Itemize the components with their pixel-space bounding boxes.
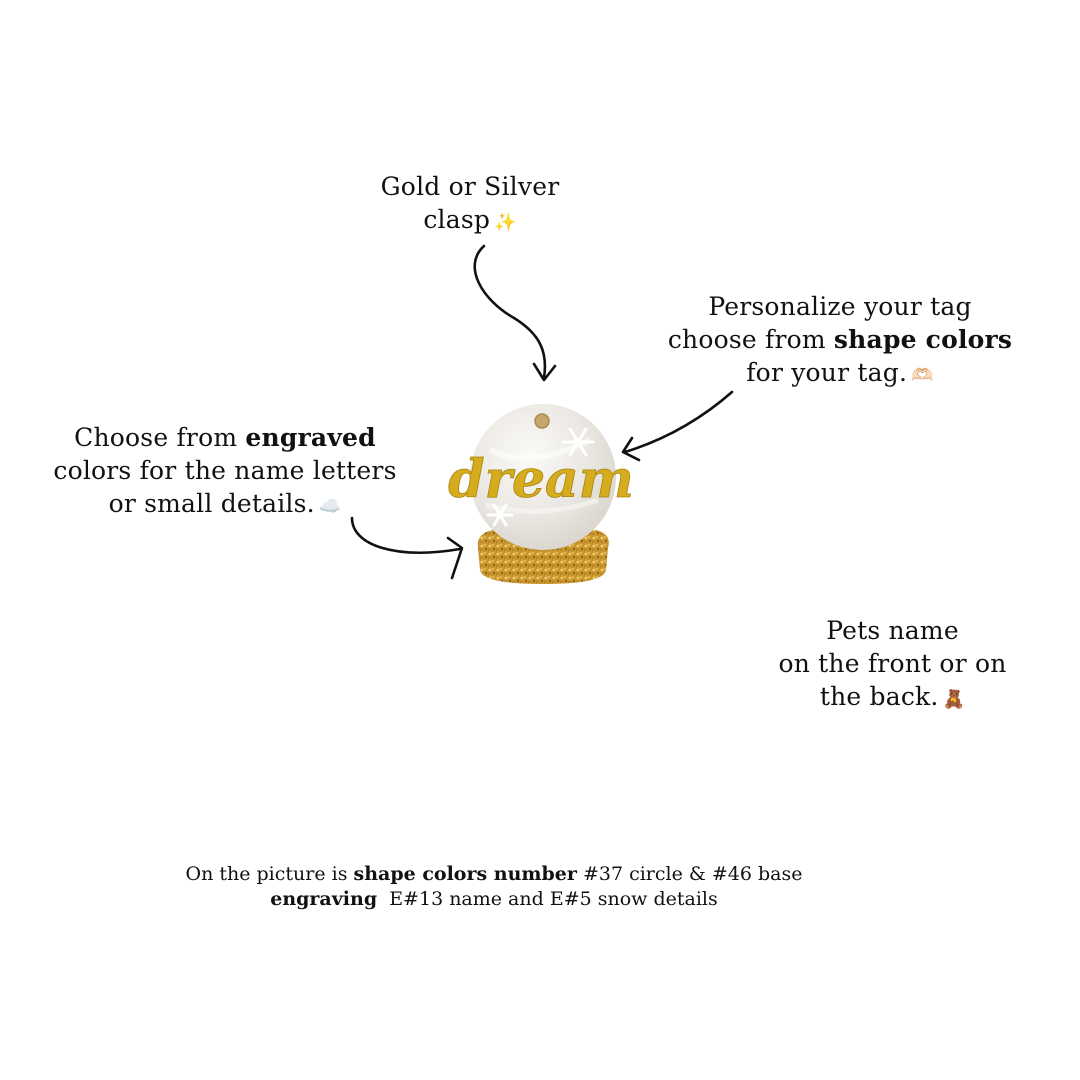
arrow-to-engraving (350, 516, 464, 580)
footnote-line1-suffix: #37 circle & #46 base (576, 863, 803, 885)
sparkles-icon: ✨ (494, 212, 517, 233)
clasp-hole (534, 413, 550, 429)
footnote-shape-colors-emphasis: shape colors number (353, 863, 577, 885)
shape-caption-line3: for your tag. (746, 358, 908, 387)
clasp-caption-line1: Gold or Silver (380, 172, 560, 201)
arrow-to-clasp (473, 244, 557, 382)
glitter-base (477, 530, 609, 584)
snowflake-icon (486, 503, 514, 527)
shape-caption-line2-prefix: choose from (667, 325, 834, 354)
arrow-to-shape (621, 390, 734, 462)
pets-caption-line1: Pets name (826, 616, 959, 645)
footnote-line2-suffix: E#13 name and E#5 snow details (377, 888, 718, 910)
engraved-caption-line3: or small details. (108, 489, 315, 518)
engraved-name-text: dream (448, 449, 634, 510)
heart-hands-icon: 🫶🏻 (911, 365, 934, 386)
footnote-engraving-emphasis: engraving (270, 888, 378, 910)
footnote-line1-prefix: On the picture is (185, 863, 354, 885)
shape-colors-caption: Personalize your tag choose from shape c… (640, 290, 1040, 392)
clasp-caption: Gold or Silver clasp✨ (340, 170, 600, 239)
pets-caption-line2: on the front or on (778, 649, 1007, 678)
pets-name-caption: Pets name on the front or on the back.🧸 (760, 614, 1025, 716)
snowflake-icon (561, 427, 595, 457)
clasp-caption-line2: clasp (423, 205, 491, 234)
pets-caption-line3: the back. (819, 682, 939, 711)
cloud-icon: ☁️ (318, 496, 342, 517)
shape-colors-emphasis: shape colors (833, 325, 1013, 354)
engraved-colors-caption: Choose from engraved colors for the name… (30, 421, 420, 523)
engraved-emphasis: engraved (245, 423, 376, 452)
shape-caption-line1: Personalize your tag (708, 292, 972, 321)
teddy-bear-icon: 🧸 (942, 689, 966, 710)
engraved-caption-line2: colors for the name letters (53, 456, 397, 485)
engraved-caption-line1-prefix: Choose from (74, 423, 246, 452)
snow-globe-tag: dream (448, 404, 634, 584)
color-reference-footnote: On the picture is shape colors number #3… (144, 862, 844, 912)
